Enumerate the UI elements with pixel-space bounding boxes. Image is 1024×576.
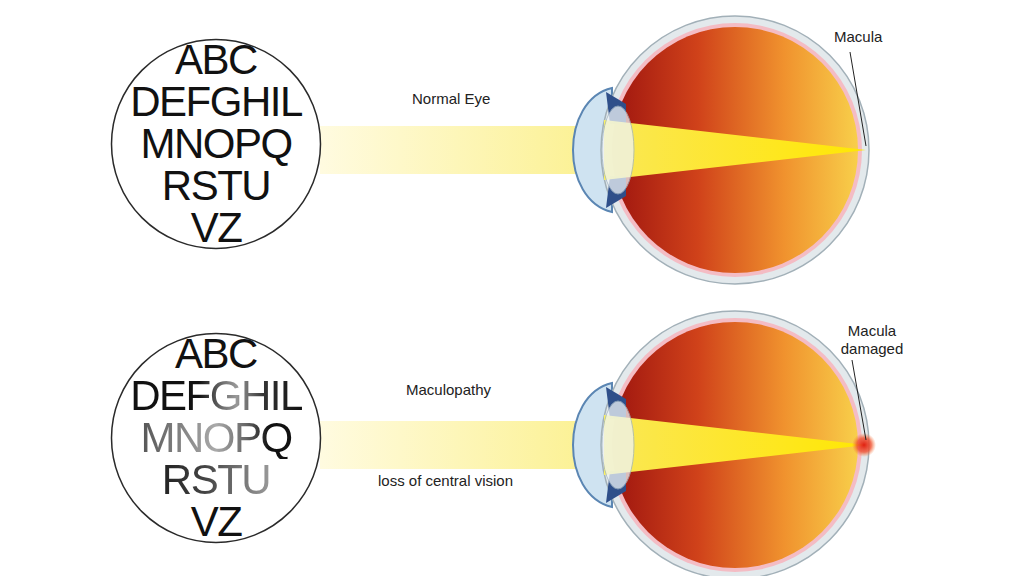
text-label: Normal Eye <box>412 90 490 108</box>
chart-letters: DEFGHIL <box>130 375 302 417</box>
chart-letters: VZ <box>191 501 242 543</box>
chart-letters: RSTU <box>162 459 270 501</box>
chart-letters: MNOPQ <box>140 123 291 165</box>
chart-letters: RSTU <box>162 165 270 207</box>
text-label: loss of central vision <box>378 472 513 490</box>
chart-letters: DEFGHIL <box>130 81 302 123</box>
chart-letters: ABC <box>175 39 257 81</box>
text-label: Maculopathy <box>406 381 491 399</box>
letter-chart: ABCDEFGHILMNOPQRSTUVZ <box>110 332 322 544</box>
text-label: Macula damaged <box>832 322 912 358</box>
letter-chart: ABCDEFGHILMNOPQRSTUVZ <box>110 38 322 250</box>
chart-letters: VZ <box>191 207 242 249</box>
chart-letters: MNOPQ <box>140 417 291 459</box>
chart-letters: ABC <box>175 333 257 375</box>
text-label: Macula <box>834 28 882 46</box>
